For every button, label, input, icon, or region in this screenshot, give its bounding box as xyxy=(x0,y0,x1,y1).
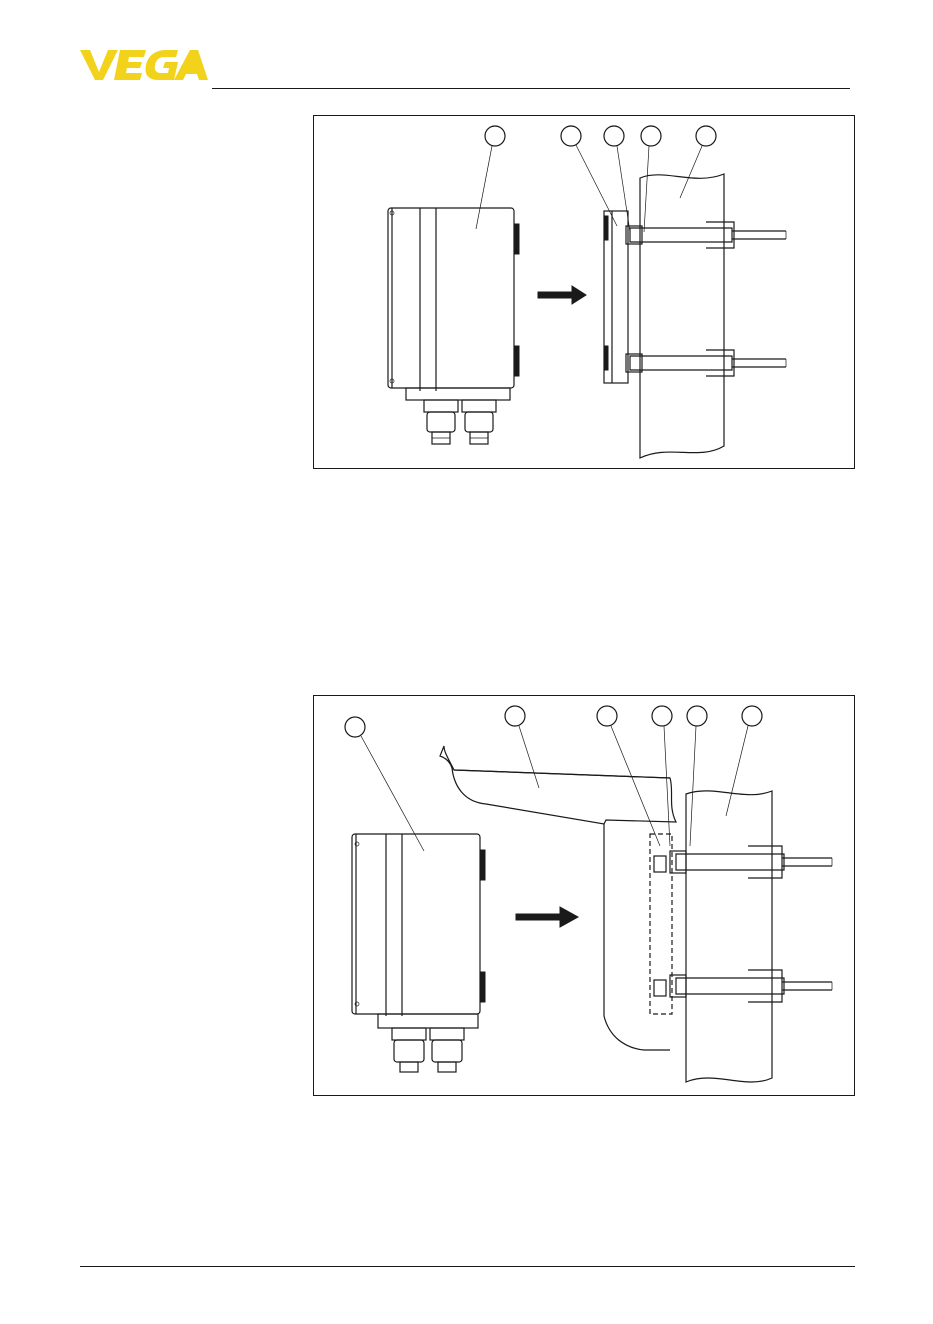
header-divider xyxy=(212,88,850,89)
footer-divider xyxy=(80,1266,855,1267)
pipe-drawing xyxy=(686,791,772,1082)
pipe-clamps-drawing xyxy=(626,222,786,376)
sun-shield-drawing xyxy=(440,746,676,1050)
callout-circles xyxy=(345,706,762,851)
pipe-mounting-figure xyxy=(313,115,855,469)
housing-drawing xyxy=(388,208,519,444)
pipe-clamps-drawing xyxy=(670,846,832,1002)
direction-arrow xyxy=(516,907,578,927)
pipe-mounting-with-sun-shield-figure xyxy=(313,695,855,1096)
callout-circles xyxy=(476,126,716,232)
direction-arrow xyxy=(538,286,586,304)
pipe-drawing xyxy=(640,174,724,458)
housing-drawing xyxy=(352,834,485,1072)
vega-logo xyxy=(80,48,208,82)
mounting-plate-drawing xyxy=(604,211,628,383)
mounting-plate-drawing xyxy=(650,834,672,1014)
